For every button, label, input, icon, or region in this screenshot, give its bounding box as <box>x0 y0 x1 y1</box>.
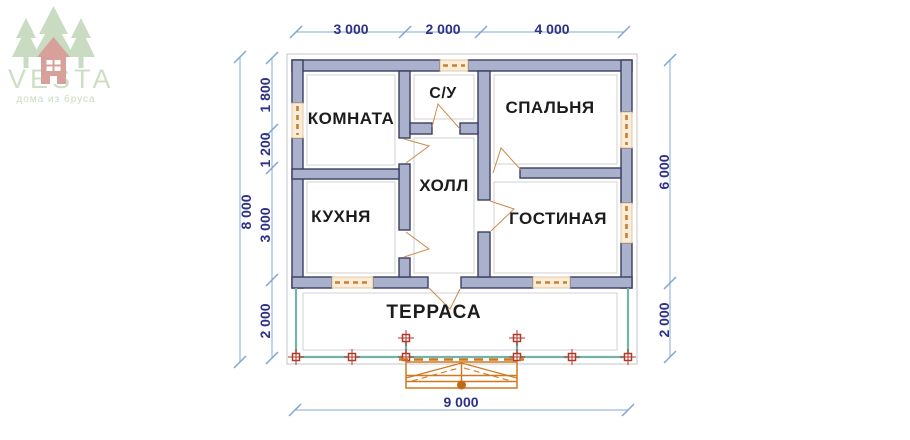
fir-tree-icon-left <box>12 18 40 68</box>
dimension-ticks <box>233 25 677 417</box>
brand-tagline: дома из бруса <box>16 94 96 105</box>
room-label-su: С/У <box>429 85 457 102</box>
dim-top-2000: 2 000 <box>425 21 461 37</box>
room-label-holl: ХОЛЛ <box>419 176 469 195</box>
dim-left-2000: 2 000 <box>257 303 273 339</box>
terrace-posts <box>288 330 636 365</box>
dim-left-1200: 1 200 <box>257 132 273 168</box>
dimension-lines <box>239 31 671 411</box>
stairs-entry-marker <box>457 380 466 390</box>
room-label-spalnya: СПАЛЬНЯ <box>505 98 595 117</box>
house-icon <box>37 37 70 84</box>
dim-right-6000: 6 000 <box>656 154 672 190</box>
dim-left-1800: 1 800 <box>257 77 273 113</box>
room-label-komnata: КОМНАТА <box>307 109 395 128</box>
dim-top-3000: 3 000 <box>333 21 369 37</box>
dim-right-2000: 2 000 <box>656 302 672 338</box>
dim-left-3000: 3 000 <box>257 207 273 243</box>
dim-bottom-total: 9 000 <box>443 394 479 410</box>
entrance-stairs <box>399 358 524 390</box>
windows <box>291 59 633 289</box>
room-label-gostinaya: ГОСТИНАЯ <box>509 209 607 228</box>
walls <box>291 59 633 289</box>
logo-artwork <box>12 6 95 84</box>
dim-top-4000: 4 000 <box>534 21 570 37</box>
dim-left-total: 8 000 <box>238 194 254 230</box>
fir-tree-icon-right <box>67 18 95 68</box>
window-glazing-marks <box>296 64 628 284</box>
room-label-terrasa: ТЕРРАСА <box>386 302 482 323</box>
brand-logo: VESTA дома из бруса <box>8 4 111 105</box>
room-label-kuhnya: КУХНЯ <box>311 207 371 226</box>
door-swings <box>403 102 522 310</box>
